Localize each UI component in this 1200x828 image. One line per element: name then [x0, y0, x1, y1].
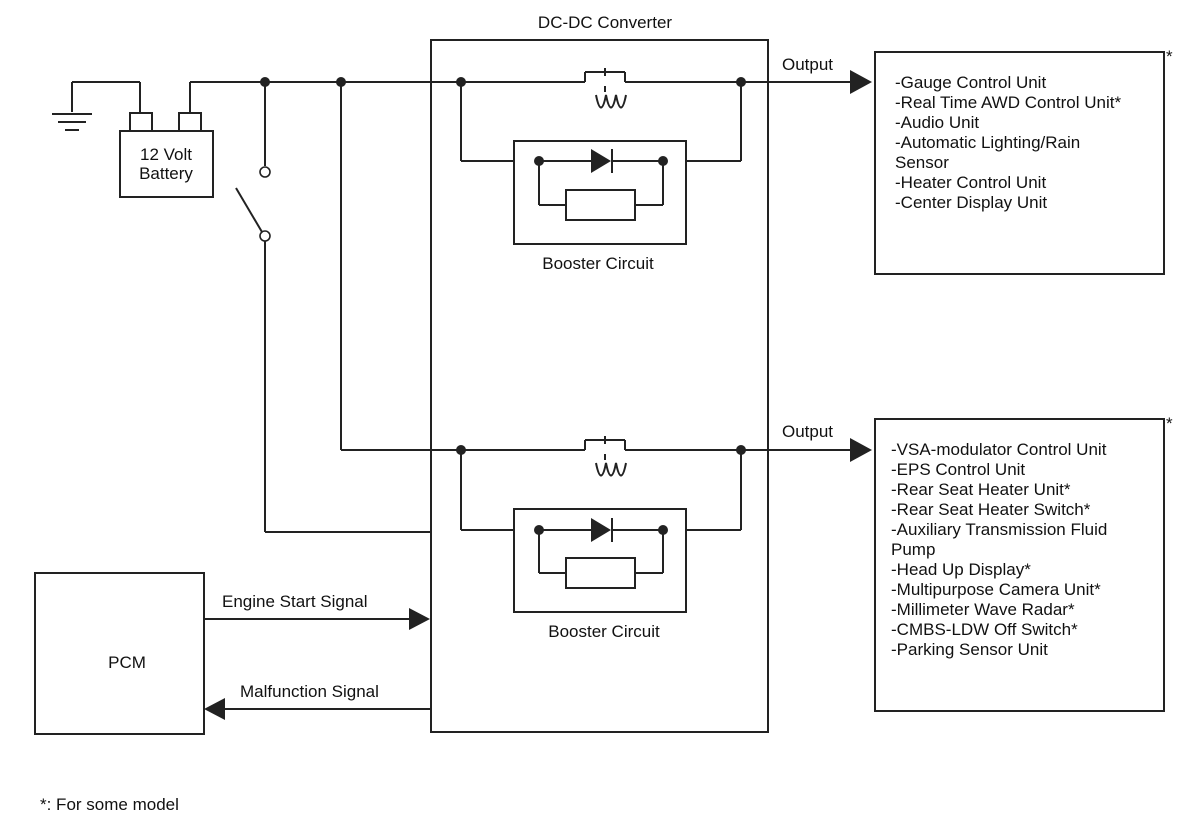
load-list-item: -Millimeter Wave Radar* — [891, 600, 1075, 619]
load-list-item: -Rear Seat Heater Switch* — [891, 500, 1091, 519]
ignition-switch — [235, 82, 431, 533]
booster-circuit-label-upper: Booster Circuit — [542, 254, 654, 273]
load-list-item: -Parking Sensor Unit — [891, 640, 1048, 659]
load-list-item: -Heater Control Unit — [895, 173, 1046, 192]
load-list-item: Pump — [891, 540, 935, 559]
resistor-icon — [538, 161, 664, 221]
load-list-item: -Rear Seat Heater Unit* — [891, 480, 1071, 499]
diode-icon — [539, 518, 663, 542]
relay-icon — [584, 68, 741, 109]
load-box-lower-asterisk: * — [1166, 414, 1173, 433]
malfunction-signal-line — [204, 698, 431, 720]
load-list-item: -VSA-modulator Control Unit — [891, 440, 1107, 459]
load-list-item: -Gauge Control Unit — [895, 73, 1046, 92]
battery-label-line2: Battery — [139, 164, 193, 183]
battery: 12 Volt Battery — [119, 82, 214, 198]
load-box-lower — [874, 418, 1165, 712]
engine-start-signal-line — [204, 608, 430, 630]
pcm-box — [34, 572, 205, 735]
load-list-item: -Center Display Unit — [895, 193, 1047, 212]
malfunction-signal-label: Malfunction Signal — [240, 682, 379, 701]
upper-circuit: Output Booster Circuit — [456, 55, 872, 273]
load-list-item: -Auxiliary Transmission Fluid — [891, 520, 1107, 539]
load-list-item: -Head Up Display* — [891, 560, 1031, 579]
battery-label-line1: 12 Volt — [140, 145, 192, 164]
load-list-item: -Automatic Lighting/Rain — [895, 133, 1080, 152]
lower-circuit: Output Booster Circuit — [456, 422, 872, 641]
load-list-item: Sensor — [895, 153, 949, 172]
load-list-item: -Multipurpose Camera Unit* — [891, 580, 1101, 599]
load-list-item: -Audio Unit — [895, 113, 979, 132]
load-box-upper — [874, 51, 1165, 275]
dc-dc-converter-title: DC-DC Converter — [538, 13, 672, 32]
load-list-upper: -Gauge Control Unit-Real Time AWD Contro… — [895, 73, 1121, 212]
ground-icon — [52, 81, 140, 131]
footnote: *: For some model — [40, 795, 179, 814]
load-list-item: -Real Time AWD Control Unit* — [895, 93, 1121, 112]
resistor-icon — [538, 530, 664, 589]
output-label-lower: Output — [782, 422, 833, 441]
booster-circuit-label-lower: Booster Circuit — [548, 622, 660, 641]
load-list-item: -EPS Control Unit — [891, 460, 1025, 479]
engine-start-signal-label: Engine Start Signal — [222, 592, 368, 611]
relay-icon — [584, 436, 741, 477]
pcm-label: PCM — [108, 653, 146, 672]
diode-icon — [539, 149, 663, 173]
load-list-item: -CMBS-LDW Off Switch* — [891, 620, 1078, 639]
load-box-upper-asterisk: * — [1166, 47, 1173, 66]
load-list-lower: -VSA-modulator Control Unit-EPS Control … — [891, 440, 1107, 659]
output-label-upper: Output — [782, 55, 833, 74]
